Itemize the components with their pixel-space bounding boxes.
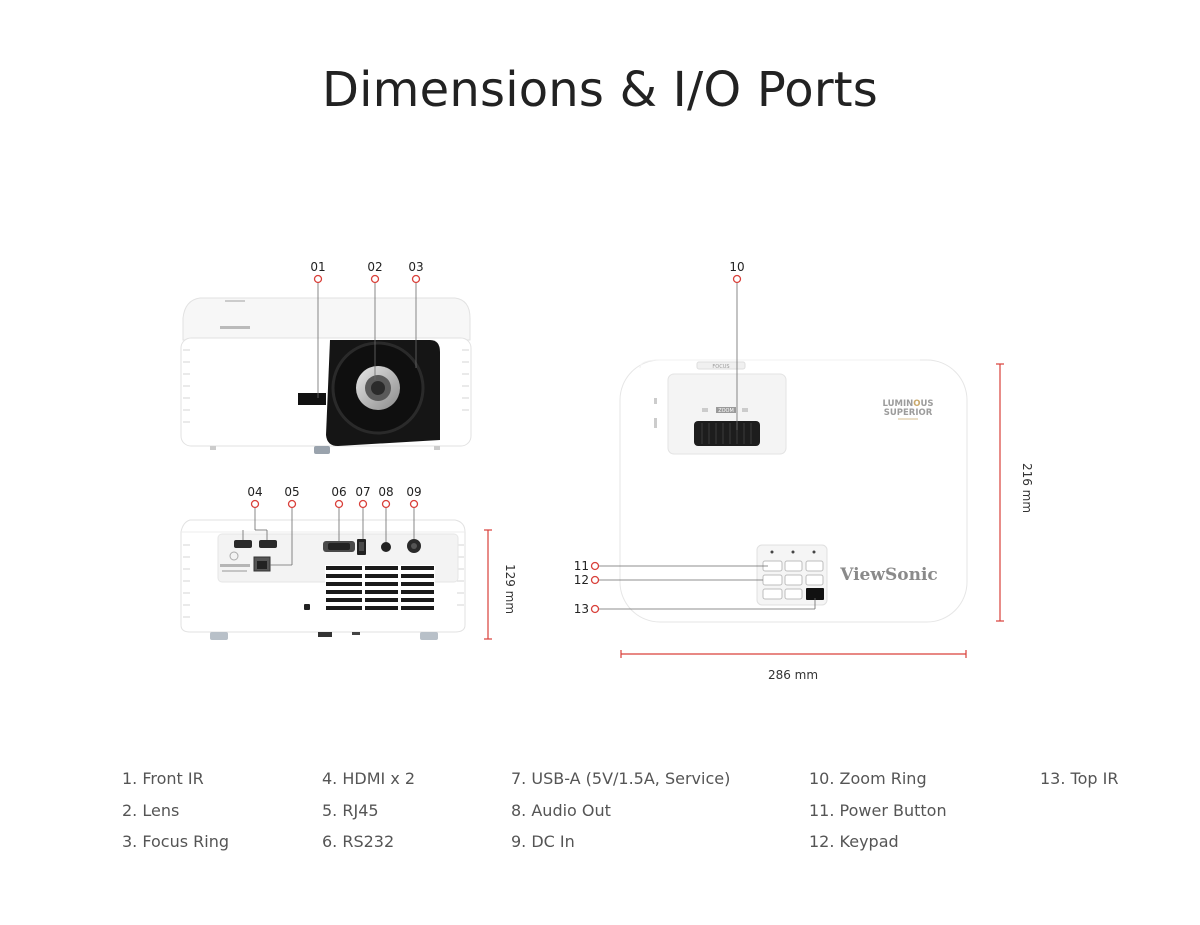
callout-marker-12 (590, 575, 600, 585)
width-dimension-label: 286 mm (768, 668, 818, 682)
legend-item: 5. RJ45 (322, 800, 379, 820)
legend-item: 11. Power Button (809, 800, 947, 820)
callout-label-09: 09 (406, 485, 421, 499)
svg-text:SUPERIOR: SUPERIOR (884, 408, 933, 418)
legend-item: 8. Audio Out (511, 800, 611, 820)
callout-marker-09 (409, 499, 419, 509)
legend-column-4: 10. Zoom Ring 11. Power Button 12. Keypa… (809, 766, 947, 861)
dimension-lines (484, 363, 1004, 658)
legend-item: 4. HDMI x 2 (322, 769, 416, 788)
callout-marker-04 (250, 499, 260, 509)
zoom-ring (694, 421, 760, 446)
front-view-projector (180, 297, 472, 454)
depth-dimension-label: 216 mm (1020, 463, 1034, 513)
callout-label-03: 03 (408, 260, 423, 274)
rear-view-projector (180, 519, 466, 640)
legend-column-1: 1. Front IR 2. Lens 3. Focus Ring (122, 766, 229, 861)
hdmi-port-1 (234, 540, 252, 548)
legend: 1. Front IR 2. Lens 3. Focus Ring 4. HDM… (0, 766, 1200, 866)
callout-marker-06 (334, 499, 344, 509)
callout-marker-11 (590, 561, 600, 571)
callouts (242, 274, 816, 614)
svg-text:LUMINOUS: LUMINOUS (882, 399, 933, 409)
audio-out-port (381, 542, 391, 552)
legend-column-5: 13. Top IR (1040, 766, 1118, 798)
height-dimension-label: 129 mm (503, 564, 517, 614)
callout-label-02: 02 (367, 260, 382, 274)
legend-item: 7. USB-A (5V/1.5A, Service) (511, 769, 731, 788)
callout-label-10: 10 (729, 260, 744, 274)
callout-marker-10 (732, 274, 742, 284)
dimensions-diagram: FOCUS ZOOM LUMINOUS SUPERIOR ViewSonic (180, 260, 1034, 682)
keypad (756, 544, 828, 606)
hdmi-port-2 (259, 540, 277, 548)
brand-logo: ViewSonic (839, 565, 938, 585)
callout-marker-01 (313, 274, 323, 284)
callout-marker-05 (287, 499, 297, 509)
zoom-tag: ZOOM (718, 408, 734, 414)
legend-item: 13. Top IR (1040, 769, 1119, 788)
callout-label-11: 11 (574, 559, 589, 573)
top-view-projector: FOCUS ZOOM LUMINOUS SUPERIOR ViewSonic (619, 359, 968, 623)
callout-marker-03 (411, 274, 421, 284)
legend-column-2: 4. HDMI x 2 5. RJ45 6. RS232 (322, 766, 415, 861)
luminous-superior-badge: LUMINOUS SUPERIOR (882, 399, 934, 420)
legend-item: 9. DC In (511, 832, 575, 851)
legend-item: 3. Focus Ring (122, 832, 229, 851)
callout-marker-02 (370, 274, 380, 284)
page-title: Dimensions & I/O Ports (321, 62, 879, 118)
legend-item: 6. RS232 (322, 832, 395, 851)
legend-item: 10. Zoom Ring (809, 769, 927, 788)
legend-item: 12. Keypad (809, 832, 899, 851)
callout-label-07: 07 (355, 485, 370, 499)
focus-tag: FOCUS (712, 364, 729, 370)
callout-label-01: 01 (310, 260, 325, 274)
legend-item: 1. Front IR (122, 769, 204, 788)
callout-marker-13 (590, 604, 600, 614)
legend-item: 2. Lens (122, 800, 180, 820)
callout-label-05: 05 (284, 485, 299, 499)
legend-column-3: 7. USB-A (5V/1.5A, Service) 8. Audio Out… (511, 766, 730, 861)
callout-label-04: 04 (247, 485, 262, 499)
callout-label-12: 12 (574, 573, 589, 587)
top-ir-window (806, 588, 824, 600)
callout-marker-07 (358, 499, 368, 509)
callout-label-06: 06 (331, 485, 346, 499)
front-ir-window (298, 393, 326, 405)
callout-marker-08 (381, 499, 391, 509)
rear-vent-grille (325, 565, 435, 615)
callout-label-08: 08 (378, 485, 393, 499)
callout-label-13: 13 (574, 602, 589, 616)
